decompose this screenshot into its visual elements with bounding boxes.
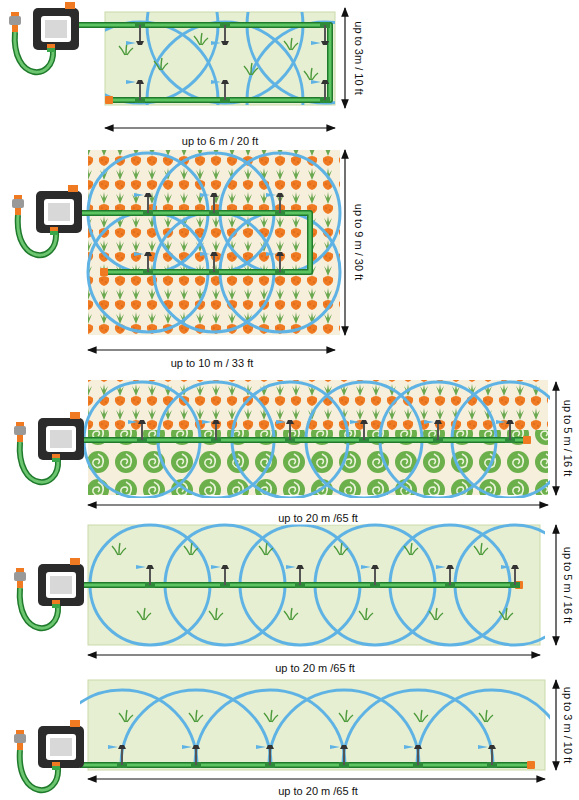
- water-timer: [12, 185, 82, 255]
- water-timer: [14, 720, 84, 790]
- sprinkler: [501, 565, 520, 588]
- sprinkler: [128, 420, 147, 443]
- sprinkler: [404, 745, 423, 768]
- sprinkler: [311, 22, 330, 45]
- sprinkler: [256, 745, 275, 768]
- water-timer: [14, 558, 84, 628]
- sprinkler: [200, 252, 219, 275]
- dimension-label: up to 9 m / 30 ft: [352, 202, 365, 282]
- sprinkler: [286, 565, 305, 588]
- hose: [78, 213, 310, 276]
- sprinkler: [126, 22, 145, 45]
- sprinkler: [200, 193, 219, 216]
- hose: [80, 581, 523, 589]
- sprinkler: [496, 420, 515, 443]
- dimension-arrow: [556, 525, 557, 645]
- spray-circles: [80, 690, 550, 765]
- dimension-label: up to 20 m /65 ft: [273, 662, 357, 675]
- sprinkler: [266, 193, 285, 216]
- dimension-label: up to 5 m / 16 ft: [561, 545, 574, 625]
- dimension-label: up to 20 m /65 ft: [276, 512, 360, 525]
- grass-tufts: [112, 543, 513, 620]
- dimension-arrow: [105, 128, 335, 129]
- sprinkler: [436, 565, 455, 588]
- dimension-arrow: [556, 382, 557, 495]
- sprinkler: [330, 745, 349, 768]
- spray-circles: [88, 153, 340, 332]
- dimension-arrow: [88, 779, 545, 780]
- sprinkler: [211, 565, 230, 588]
- dimension-arrow: [345, 150, 346, 335]
- dimension-label: up to 3m / 10 ft: [352, 19, 365, 96]
- dimension-arrow: [345, 8, 346, 108]
- sprinkler: [211, 80, 230, 103]
- dimension-label: up to 20 m /65 ft: [276, 785, 360, 798]
- water-timer: [9, 2, 79, 72]
- sprinkler: [478, 745, 497, 768]
- grass-tufts: [119, 33, 318, 80]
- hose: [75, 25, 330, 104]
- sprinkler: [350, 420, 369, 443]
- water-timer: [14, 412, 84, 482]
- dimension-arrow: [88, 505, 548, 506]
- lawn: [88, 680, 545, 770]
- sprinkler: [266, 252, 285, 275]
- sprinkler: [202, 420, 221, 443]
- dimension-label: up to 3 m / 10 ft: [561, 685, 574, 765]
- spray-circles: [105, 12, 335, 105]
- hose: [80, 761, 535, 769]
- sprinkler: [211, 22, 230, 45]
- dimension-label: up to 6 m / 20 ft: [180, 135, 260, 148]
- hose: [80, 436, 531, 444]
- dimension-label: up to 10 m / 33 ft: [169, 357, 256, 370]
- dimension-arrow: [88, 350, 335, 351]
- dimension-arrow: [88, 655, 540, 656]
- dimension-arrow: [556, 680, 557, 770]
- grass-tufts: [119, 710, 493, 722]
- sprinkler: [126, 80, 145, 103]
- sprinkler: [134, 252, 153, 275]
- sprinkler: [136, 565, 155, 588]
- dimension-label: up to 5 m / 16 ft: [561, 398, 574, 478]
- sprinkler: [108, 745, 127, 768]
- sprinkler: [182, 745, 201, 768]
- sprinkler: [134, 193, 153, 216]
- vegetable-bed: [88, 150, 340, 335]
- sprinkler: [311, 80, 330, 103]
- sprinkler: [361, 565, 380, 588]
- sprinkler: [424, 420, 443, 443]
- sprinkler: [276, 420, 295, 443]
